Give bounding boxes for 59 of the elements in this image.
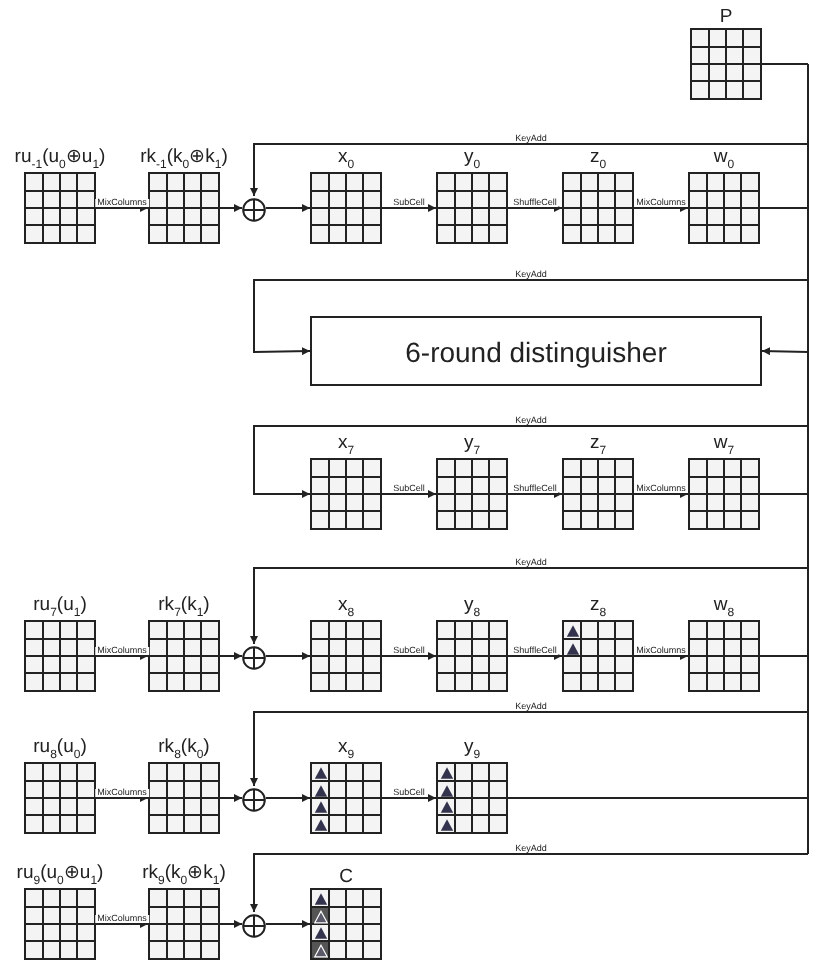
- state-label: rk$_{8}$(k$_{0}$): [158, 737, 210, 762]
- arrow: [381, 490, 437, 498]
- state-label: y$_{9}$: [463, 737, 481, 762]
- state-label: w$_{7}$: [713, 433, 735, 458]
- distinguisher-box: [310, 316, 762, 386]
- arrow: [507, 204, 563, 212]
- arrow: [250, 567, 809, 645]
- arrow: [95, 920, 149, 928]
- arrow: [219, 794, 243, 802]
- state-label: x$_{8}$: [337, 595, 355, 620]
- state-label: P: [719, 7, 733, 28]
- arrow: [253, 279, 809, 356]
- arrow: [633, 490, 689, 498]
- arrow: [507, 490, 563, 498]
- state-label: z$_{7}$: [589, 433, 607, 458]
- arrow: [219, 920, 243, 928]
- arrow: [95, 794, 149, 802]
- state-label: x$_{9}$: [337, 737, 355, 762]
- state-label: w$_{8}$: [713, 595, 735, 620]
- arrow: [95, 652, 149, 660]
- arrow: [265, 204, 311, 212]
- arrow: [381, 204, 437, 212]
- arrow: [265, 920, 311, 928]
- state-label: ru$_{7}$(u$_{1}$): [33, 595, 87, 620]
- arrow: [265, 652, 311, 660]
- state-label: y$_{0}$: [463, 147, 481, 172]
- state-label: rk$_{9}$(k$_{0}$⊕k$_{1}$): [142, 863, 226, 888]
- arrow: [265, 794, 311, 802]
- state-label: y$_{8}$: [463, 595, 481, 620]
- arrow: [250, 853, 809, 913]
- state-label: x$_{0}$: [337, 147, 355, 172]
- xor-symbol: [242, 786, 266, 810]
- xor-symbol: [242, 644, 266, 668]
- state-label: z$_{8}$: [589, 595, 607, 620]
- arrow: [253, 425, 809, 498]
- arrow: [633, 652, 689, 660]
- state-label: ru$_{8}$(u$_{0}$): [33, 737, 87, 762]
- state-label: x$_{7}$: [337, 433, 355, 458]
- arrow: [95, 204, 149, 212]
- arrow: [507, 652, 563, 660]
- xor-symbol: [242, 196, 266, 220]
- state-label: ru$_{9}$(u$_{0}$⊕u$_{1}$): [16, 863, 104, 888]
- state-label: C: [339, 867, 353, 888]
- distinguisher-label: 6-round distinguisher: [405, 335, 667, 367]
- arrow: [381, 794, 437, 802]
- state-label: w$_{0}$: [713, 147, 735, 172]
- state-label: z$_{0}$: [589, 147, 607, 172]
- state-label: ru$_{-1}$(u$_{0}$⊕u$_{1}$): [14, 147, 106, 172]
- arrow: [219, 652, 243, 660]
- arrow: [633, 204, 689, 212]
- state-label: y$_{7}$: [463, 433, 481, 458]
- arrow: [250, 711, 809, 787]
- arrow: [219, 204, 243, 212]
- state-label: rk$_{-1}$(k$_{0}$⊕k$_{1}$): [140, 147, 228, 172]
- xor-symbol: [242, 912, 266, 936]
- arrow: [250, 143, 809, 197]
- arrow: [761, 347, 809, 356]
- state-label: rk$_{7}$(k$_{1}$): [158, 595, 210, 620]
- arrow: [381, 652, 437, 660]
